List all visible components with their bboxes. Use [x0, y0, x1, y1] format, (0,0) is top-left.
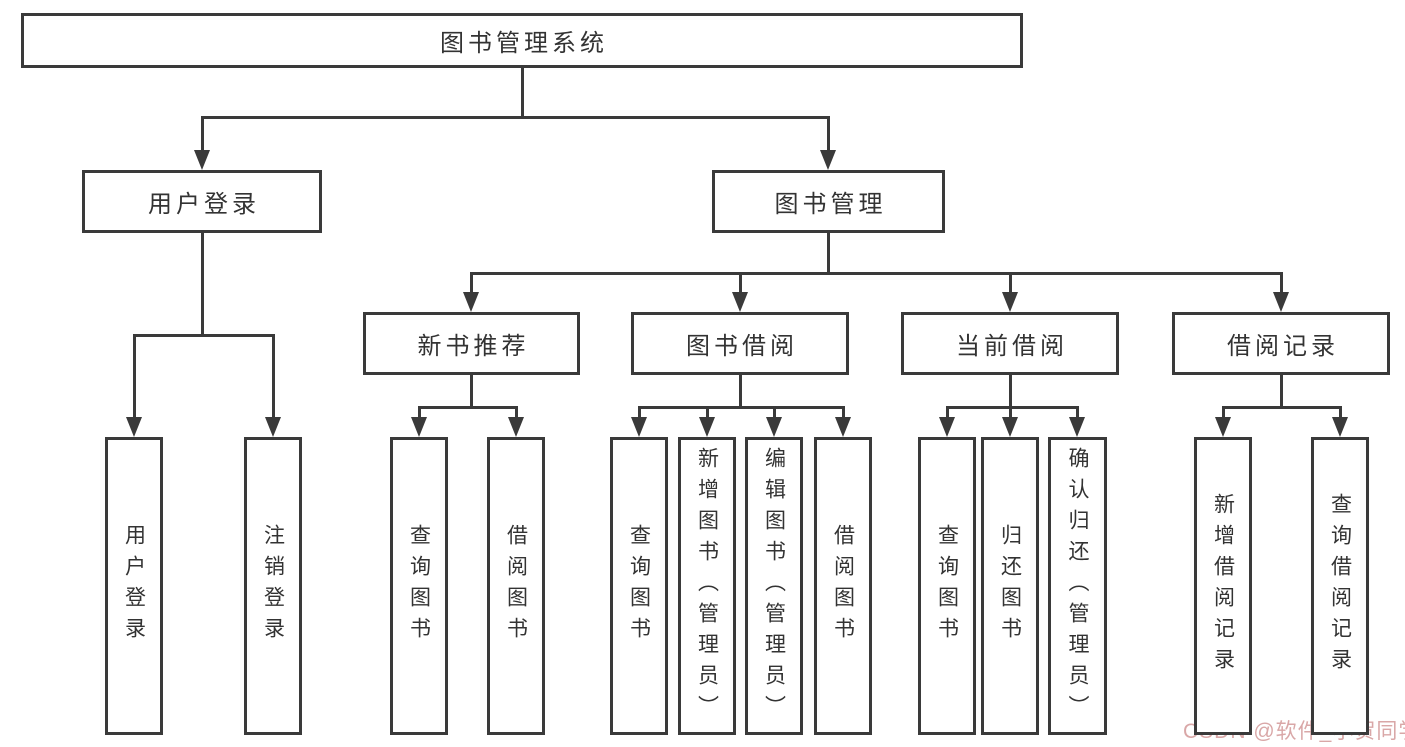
- connector-arrowhead: [265, 417, 281, 437]
- connector-arrow-shaft: [514, 407, 518, 419]
- node-leaf-query-book-3: 查询图书: [918, 437, 976, 735]
- connector-stem: [826, 233, 830, 275]
- node-leaf-add-borrow-record: 新增借阅记录: [1194, 437, 1252, 735]
- connector-stem: [200, 233, 204, 337]
- connector-rail: [132, 333, 275, 337]
- node-label: 新书推荐: [417, 333, 530, 360]
- node-book-borrow: 图书借阅: [631, 312, 849, 375]
- connector-arrowhead: [1002, 417, 1018, 437]
- connector-arrow-shaft: [1221, 407, 1225, 419]
- connector-stem: [520, 68, 524, 119]
- node-leaf-user-login: 用户登录: [105, 437, 163, 735]
- node-leaf-add-book: 新增图书（管理员）: [678, 437, 736, 735]
- connector-arrow-shaft: [826, 117, 830, 152]
- connector-arrow-shaft: [1008, 407, 1012, 419]
- connector-rail: [469, 271, 1283, 275]
- connector-arrowhead: [194, 150, 210, 170]
- node-label: 归还图书: [998, 524, 1022, 648]
- node-leaf-edit-book: 编辑图书（管理员）: [745, 437, 803, 735]
- node-leaf-borrow-book-1: 借阅图书: [487, 437, 545, 735]
- node-label: 新增借阅记录: [1211, 493, 1235, 679]
- node-user-login: 用户登录: [82, 170, 322, 233]
- node-root: 图书管理系统: [21, 13, 1023, 68]
- connector-arrowhead: [126, 417, 142, 437]
- connector-arrowhead: [766, 417, 782, 437]
- connector-arrow-shaft: [841, 407, 845, 419]
- connector-arrow-shaft: [772, 407, 776, 419]
- connector-arrowhead: [1002, 292, 1018, 312]
- connector-arrow-shaft: [1338, 407, 1342, 419]
- node-label: 确认归还（管理员）: [1066, 446, 1089, 726]
- node-label: 图书管理系统: [440, 30, 608, 57]
- node-label: 查询图书: [627, 524, 651, 648]
- node-leaf-return-book: 归还图书: [981, 437, 1039, 735]
- node-leaf-query-book-2: 查询图书: [610, 437, 668, 735]
- node-label: 新增图书（管理员）: [695, 446, 719, 726]
- node-label: 用户登录: [148, 191, 260, 218]
- node-label: 查询借阅记录: [1328, 493, 1352, 679]
- connector-arrowhead: [1215, 417, 1231, 437]
- node-label: 图书管理: [774, 191, 887, 218]
- node-label: 当前借阅: [956, 333, 1068, 360]
- node-leaf-confirm-return: 确认归还（管理员）: [1048, 437, 1107, 735]
- node-book-management: 图书管理: [712, 170, 945, 233]
- node-label: 图书借阅: [686, 333, 798, 360]
- connector-rail: [945, 405, 1079, 409]
- connector-arrowhead: [1069, 417, 1085, 437]
- node-label: 用户登录: [122, 524, 146, 648]
- node-leaf-query-borrow-record: 查询借阅记录: [1311, 437, 1369, 735]
- connector-arrow-shaft: [200, 117, 204, 152]
- connector-arrowhead: [732, 292, 748, 312]
- connector-stem: [1008, 375, 1012, 409]
- connector-rail: [1221, 405, 1342, 409]
- connector-arrow-shaft: [1075, 407, 1079, 419]
- node-label: 借阅记录: [1227, 333, 1339, 360]
- connector-arrow-shaft: [271, 335, 275, 419]
- connector-rail: [417, 405, 518, 409]
- connector-arrowhead: [631, 417, 647, 437]
- node-label: 借阅图书: [831, 524, 855, 648]
- node-leaf-borrow-book-2: 借阅图书: [814, 437, 872, 735]
- connector-arrow-shaft: [417, 407, 421, 419]
- connector-arrow-shaft: [738, 273, 742, 294]
- node-label: 查询图书: [935, 524, 959, 648]
- connector-arrowhead: [1332, 417, 1348, 437]
- node-label: 查询图书: [407, 524, 431, 648]
- connector-arrow-shaft: [945, 407, 949, 419]
- connector-arrow-shaft: [132, 335, 136, 419]
- connector-rail: [200, 115, 830, 119]
- node-new-book-recommend: 新书推荐: [363, 312, 580, 375]
- connector-arrowhead: [835, 417, 851, 437]
- connector-arrow-shaft: [469, 273, 473, 294]
- node-current-borrow: 当前借阅: [901, 312, 1119, 375]
- node-label: 借阅图书: [504, 524, 528, 648]
- connector-stem: [1279, 375, 1283, 409]
- connector-arrowhead: [1273, 292, 1289, 312]
- connector-arrowhead: [820, 150, 836, 170]
- connector-arrowhead: [699, 417, 715, 437]
- connector-arrowhead: [939, 417, 955, 437]
- connector-stem: [738, 375, 742, 409]
- connector-arrow-shaft: [637, 407, 641, 419]
- node-label: 注销登录: [261, 524, 285, 648]
- connector-rail: [637, 405, 845, 409]
- node-leaf-query-book-1: 查询图书: [390, 437, 448, 735]
- connector-arrow-shaft: [1008, 273, 1012, 294]
- connector-arrowhead: [463, 292, 479, 312]
- node-label: 编辑图书（管理员）: [762, 446, 786, 726]
- node-borrow-records: 借阅记录: [1172, 312, 1390, 375]
- connector-arrowhead: [411, 417, 427, 437]
- connector-arrowhead: [508, 417, 524, 437]
- connector-arrow-shaft: [1279, 273, 1283, 294]
- connector-arrow-shaft: [705, 407, 709, 419]
- connector-stem: [469, 375, 473, 409]
- node-leaf-logout: 注销登录: [244, 437, 302, 735]
